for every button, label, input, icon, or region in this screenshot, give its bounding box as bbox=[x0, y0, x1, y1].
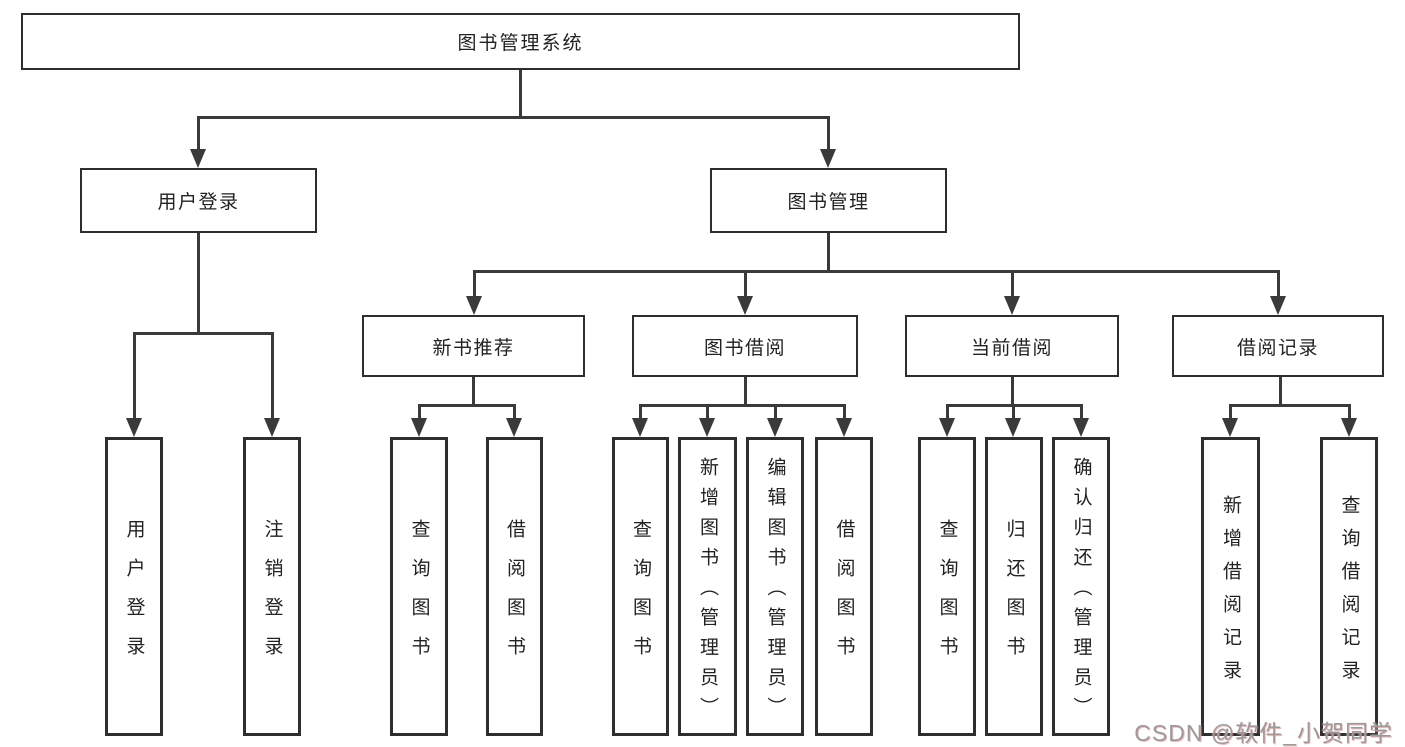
connector-shaft bbox=[774, 406, 777, 420]
arrow-marker bbox=[1073, 418, 1089, 437]
node-label: 图书管理系统 bbox=[457, 33, 584, 54]
node-label: 图书管理 bbox=[787, 192, 870, 213]
leaf-label: 查询图书 bbox=[936, 518, 958, 675]
arrow-marker bbox=[466, 296, 482, 315]
arrow-marker bbox=[190, 149, 206, 168]
leaf-label: 查询图书 bbox=[630, 518, 651, 675]
connector-shaft bbox=[843, 406, 846, 420]
arrow-marker bbox=[632, 418, 648, 437]
arrow-marker bbox=[126, 418, 142, 437]
node-book-borrowing: 图书借阅 bbox=[632, 315, 858, 377]
leaf-label: 编辑图书（管理员） bbox=[764, 457, 786, 727]
arrow-marker bbox=[411, 418, 427, 437]
leaf-label: 借阅图书 bbox=[504, 518, 525, 675]
node-label: 新书推荐 bbox=[432, 337, 515, 359]
arrow-marker bbox=[939, 418, 955, 437]
node-library-management-system: 图书管理系统 bbox=[21, 13, 1020, 70]
connector-shaft bbox=[827, 118, 830, 151]
arrow-marker bbox=[737, 296, 753, 315]
leaf-label: 用户登录 bbox=[123, 518, 145, 675]
leaf-query-books-2: 查询图书 bbox=[612, 437, 669, 736]
connector-shaft bbox=[639, 406, 642, 420]
connector-new-book-bar bbox=[418, 404, 516, 407]
arrow-marker bbox=[1270, 296, 1286, 315]
arrow-marker bbox=[1004, 296, 1020, 315]
connector-shaft bbox=[473, 272, 476, 298]
connector-shaft bbox=[271, 334, 274, 420]
node-borrowing-records: 借阅记录 bbox=[1172, 315, 1384, 377]
connector-user-login-bar bbox=[133, 332, 274, 335]
leaf-label: 确认归还（管理员） bbox=[1070, 457, 1092, 727]
node-book-management: 图书管理 bbox=[710, 168, 947, 233]
leaf-query-books-3: 查询图书 bbox=[918, 437, 976, 736]
connector-shaft bbox=[133, 334, 136, 420]
node-label: 借阅记录 bbox=[1236, 337, 1319, 359]
leaf-label: 查询借阅记录 bbox=[1338, 494, 1360, 693]
leaf-add-books-admin: 新增图书（管理员） bbox=[678, 437, 737, 736]
leaf-borrow-books-1: 借阅图书 bbox=[486, 437, 543, 736]
leaf-return-books: 归还图书 bbox=[985, 437, 1043, 736]
leaf-query-borrow-record: 查询借阅记录 bbox=[1320, 437, 1378, 736]
leaf-label: 查询图书 bbox=[408, 518, 430, 675]
leaf-label: 注销登录 bbox=[261, 518, 283, 675]
csdn-watermark: CSDN @软件_小贺同学 bbox=[1134, 720, 1393, 746]
leaf-borrow-books-2: 借阅图书 bbox=[815, 437, 873, 736]
connector-shaft bbox=[706, 406, 709, 420]
connector-borrowing-records-bar bbox=[1229, 404, 1351, 407]
connector-current-borrowing-riser bbox=[1011, 377, 1014, 407]
connector-shaft bbox=[197, 118, 200, 151]
leaf-label: 归还图书 bbox=[1003, 518, 1025, 675]
node-label: 图书借阅 bbox=[703, 337, 786, 359]
connector-shaft bbox=[1080, 406, 1083, 420]
connector-shaft bbox=[1229, 406, 1232, 420]
connector-shaft bbox=[513, 406, 516, 420]
connector-book-management-riser bbox=[827, 233, 830, 273]
leaf-user-login: 用户登录 bbox=[105, 437, 163, 736]
node-label: 当前借阅 bbox=[970, 337, 1053, 359]
connector-book-management-bar bbox=[473, 270, 1280, 273]
leaf-confirm-return-admin: 确认归还（管理员） bbox=[1052, 437, 1110, 736]
connector-shaft bbox=[418, 406, 421, 420]
leaf-label: 新增图书（管理员） bbox=[697, 457, 718, 727]
arrow-marker bbox=[506, 418, 522, 437]
arrow-marker bbox=[1005, 418, 1021, 437]
arrow-marker bbox=[820, 149, 836, 168]
connector-root-riser bbox=[519, 70, 522, 118]
connector-user-login-riser bbox=[197, 233, 200, 335]
arrow-marker bbox=[264, 418, 280, 437]
node-label: 用户登录 bbox=[157, 192, 240, 213]
arrow-marker bbox=[767, 418, 783, 437]
arrow-marker bbox=[836, 418, 852, 437]
connector-borrowing-records-riser bbox=[1279, 377, 1282, 407]
leaf-label: 新增借阅记录 bbox=[1220, 494, 1241, 693]
arrow-marker bbox=[1341, 418, 1357, 437]
leaf-edit-books-admin: 编辑图书（管理员） bbox=[746, 437, 804, 736]
node-new-book-recommend: 新书推荐 bbox=[362, 315, 585, 377]
node-current-borrowing: 当前借阅 bbox=[905, 315, 1119, 377]
connector-shaft bbox=[1011, 272, 1014, 298]
arrow-marker bbox=[1222, 418, 1238, 437]
connector-current-borrowing-bar bbox=[946, 404, 1083, 407]
connector-shaft bbox=[1012, 406, 1015, 420]
leaf-add-borrow-record: 新增借阅记录 bbox=[1201, 437, 1260, 736]
connector-new-book-riser bbox=[472, 377, 475, 407]
connector-shaft bbox=[1348, 406, 1351, 420]
leaf-query-books-1: 查询图书 bbox=[390, 437, 448, 736]
connector-shaft bbox=[744, 272, 747, 298]
leaf-logout: 注销登录 bbox=[243, 437, 301, 736]
node-user-login: 用户登录 bbox=[80, 168, 317, 233]
connector-book-borrowing-riser bbox=[744, 377, 747, 407]
arrow-marker bbox=[699, 418, 715, 437]
connector-book-borrowing-bar bbox=[639, 404, 846, 407]
connector-shaft bbox=[946, 406, 949, 420]
connector-shaft bbox=[1277, 272, 1280, 298]
leaf-label: 借阅图书 bbox=[833, 518, 855, 675]
connector-root-bar bbox=[197, 116, 830, 119]
